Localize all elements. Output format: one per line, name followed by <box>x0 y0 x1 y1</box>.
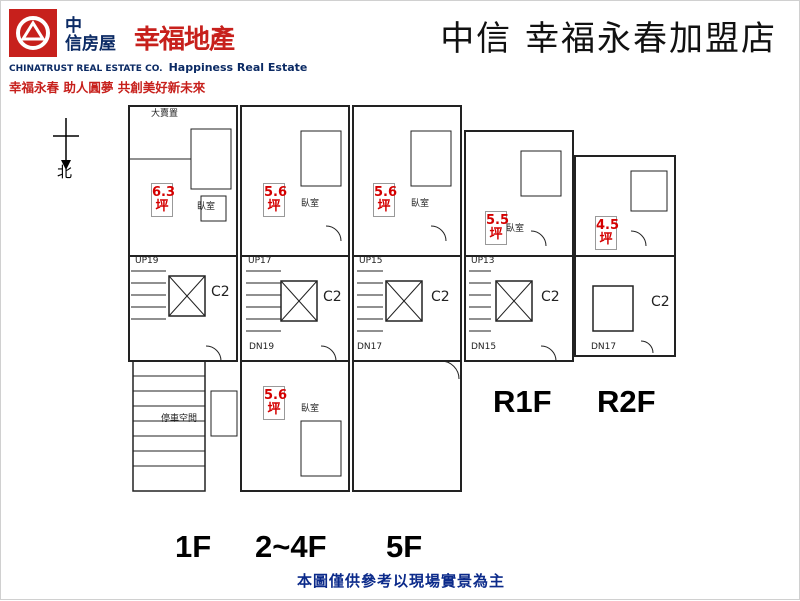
bedroom-label-r1f: 臥室 <box>506 222 524 234</box>
logo-brand-text: 中 信房屋 <box>65 17 116 53</box>
slogan: 幸福永春 助人圓夢 共創美好新未來 <box>9 80 206 95</box>
elevator-label-2f: C2 <box>323 289 342 305</box>
floor-label-r2f: R2F <box>597 384 656 419</box>
plan-r2f <box>574 155 676 357</box>
elevator-label-r1f: C2 <box>541 289 560 305</box>
logo-english-2: Happiness Real Estate <box>168 61 308 74</box>
logo-mark-icon <box>9 9 57 57</box>
elevator-label-5f: C2 <box>431 289 450 305</box>
stair-label-2: UP15 <box>359 256 382 266</box>
stair-label-1: UP17 <box>248 256 271 266</box>
logo-english-1: CHINATRUST REAL ESTATE CO. <box>9 64 163 74</box>
floor-label-r1f: R1F <box>493 384 552 419</box>
north-arrow-icon <box>53 118 79 170</box>
bedroom-label-2f: 臥室 <box>301 197 319 209</box>
bedroom-label-2f-lower: 臥室 <box>301 402 319 414</box>
elevator-label-r2f: C2 <box>651 294 670 310</box>
floor-label-1f: 1F <box>175 529 212 564</box>
logo-company-name: 幸福地產 <box>134 25 235 55</box>
stair-label-5: DN17 <box>357 342 382 352</box>
elevator-label-1f: C2 <box>211 284 230 300</box>
company-logo: 中 信房屋 幸福地產 CHINATRUST REAL ESTATE CO. Hap… <box>9 9 307 95</box>
floor-label-2-4f: 2~4F <box>255 529 327 564</box>
area-tag-r2f: 4.5坪 <box>595 216 619 250</box>
plan-1f <box>128 105 238 492</box>
logo-brand-line2: 信房屋 <box>65 34 116 54</box>
stair-label-7: DN17 <box>591 342 616 352</box>
plan-r1f <box>464 130 574 362</box>
plan-2-4f <box>240 105 350 492</box>
plan-5f <box>352 105 462 492</box>
stair-label-4: DN19 <box>249 342 274 352</box>
stair-label-6: DN15 <box>471 342 496 352</box>
store-title: 中信 幸福永春加盟店 <box>440 19 777 59</box>
area-tag-1f: 6.3坪 <box>151 183 175 217</box>
disclaimer: 本圖僅供參考以現場實景為主 <box>296 572 505 590</box>
stair-label-3: UP13 <box>471 256 494 266</box>
area-tag-2f-bottom: 5.6坪 <box>263 386 287 420</box>
parking-label: 停車空間 <box>161 412 197 424</box>
stair-label-0: UP19 <box>135 256 159 266</box>
logo-brand-line1: 中 <box>65 16 82 36</box>
logo-english-name: CHINATRUST REAL ESTATE CO. Happiness Real… <box>9 61 307 74</box>
floor-label-5f: 5F <box>386 529 423 564</box>
bedroom-label-1f: 臥室 <box>197 200 215 212</box>
north-label: 北 <box>57 163 73 181</box>
area-tag-5f: 5.6坪 <box>373 183 397 217</box>
area-tag-r1f: 5.5坪 <box>485 211 509 245</box>
storage-label: 大賣置 <box>151 107 178 119</box>
bedroom-label-5f: 臥室 <box>411 197 429 209</box>
area-tag-2f-top: 5.6坪 <box>263 183 287 217</box>
